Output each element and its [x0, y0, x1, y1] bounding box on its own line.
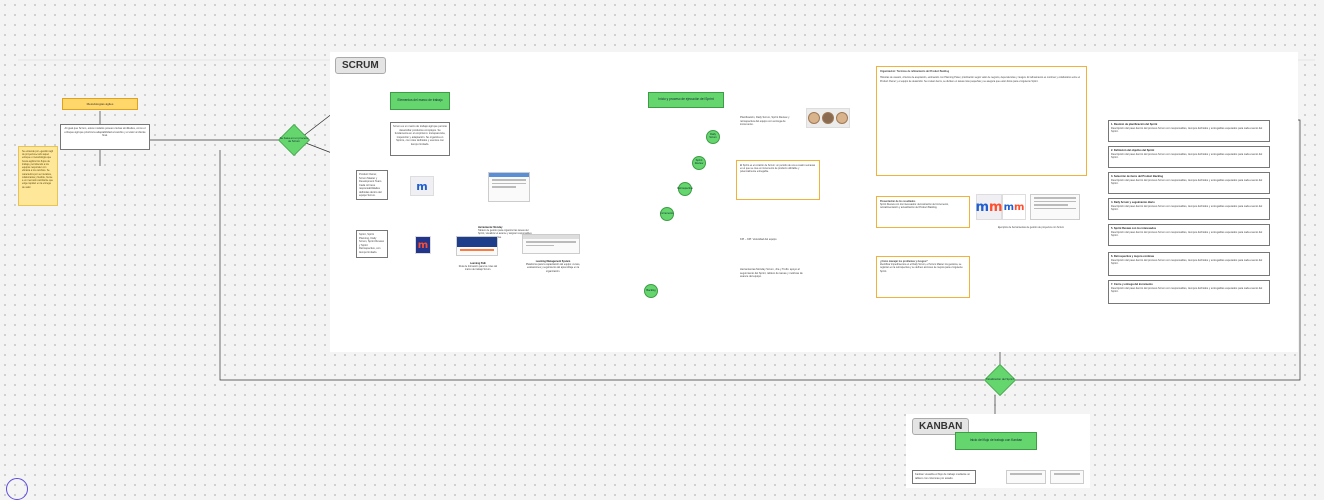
circle-backlog[interactable]: Backlog: [644, 284, 658, 298]
learning-path-screenshot[interactable]: [456, 236, 498, 256]
lms-caption-title: Learning Management System: [535, 260, 571, 263]
learning-caption-text: Ruta de formación para los roles del mar…: [458, 265, 498, 272]
sprint-list-box[interactable]: Planificación, Daily Scrum, Sprint Revie…: [738, 114, 798, 140]
corner-avatar[interactable]: [6, 478, 28, 500]
kanban-box[interactable]: Kanban visualiza el flujo de trabajo med…: [912, 470, 976, 484]
step-title: 2. Definición del objetivo del Sprint: [1111, 149, 1155, 152]
lms-screenshot[interactable]: [522, 234, 580, 254]
risks-box[interactable]: ¿Cómo manejar los problemas y riesgos? I…: [876, 256, 970, 298]
step-text: Descripción del paso dentro del proceso …: [1111, 126, 1263, 134]
tool-screenshot[interactable]: [1030, 194, 1080, 220]
avatar: [836, 112, 848, 124]
tools-box[interactable]: Herramientas Monday Scrum, Jira y Trello…: [738, 266, 808, 306]
scrum-logo-image[interactable]: m: [415, 236, 431, 254]
avatar: [822, 112, 834, 124]
backlog-refinement-body: Historias de usuario, criterios de acept…: [880, 76, 1080, 83]
backlog-refinement-title: Organización: Técnicas de refinamiento d…: [880, 70, 950, 73]
events-box[interactable]: Sprint, Sprint Planning, Daily Scrum, Sp…: [356, 230, 388, 258]
decision-label: Finalización del Sprint: [986, 377, 1014, 382]
step-title: 3. Selección de ítems del Product Backlo…: [1111, 175, 1164, 178]
tool-logo-2[interactable]: mm: [1002, 194, 1026, 220]
m-logo-icon-red: m: [417, 239, 429, 251]
roles-box[interactable]: Product Owner, Scrum Master y Developmen…: [356, 170, 388, 200]
tool-caption-title: Herramienta: Monday: [478, 226, 503, 229]
monday-board-screenshot[interactable]: [488, 172, 530, 202]
m-logo-icon: mm: [975, 199, 1003, 215]
scrum-intro-box[interactable]: Scrum es un marco de trabajo ágil que pe…: [390, 122, 450, 156]
step-title: 4. Daily Scrum y seguimiento diario: [1111, 201, 1155, 204]
tools-caption: Ejemplos de herramientas de gestión de p…: [998, 226, 1064, 229]
team-photo[interactable]: [806, 108, 850, 128]
kpi-note[interactable]: KPI – KPI: Velocidad del equipo: [738, 236, 798, 243]
step-text: Descripción del paso dentro del proceso …: [1111, 152, 1263, 160]
step-text: Descripción del paso dentro del proceso …: [1111, 258, 1263, 266]
learning-caption: Learning Path Ruta de formación para los…: [458, 262, 498, 286]
learning-caption-title: Learning Path: [470, 262, 486, 265]
kanban-screenshot-2[interactable]: [1050, 470, 1084, 484]
results-box[interactable]: Presentación de los resultados Sprint Re…: [876, 196, 970, 228]
lms-caption-text: Plataforma para la capacitación del equi…: [525, 263, 581, 273]
backlog-refinement-box[interactable]: Organización: Técnicas de refinamiento d…: [876, 66, 1087, 176]
tool-logo-1[interactable]: mm: [975, 194, 1003, 220]
node-kanban-start[interactable]: Inicio del flujo de trabajo con Kanban: [955, 432, 1037, 450]
risks-title: ¿Cómo manejar los problemas y riesgos?: [880, 260, 928, 263]
decision-end-sprint[interactable]: Finalización del Sprint: [984, 364, 1016, 396]
results-body: Sprint Review con los interesados: demos…: [880, 203, 949, 210]
results-title: Presentación de los resultados: [880, 200, 916, 203]
step-title: 1. Reunión de planificación del Sprint: [1111, 123, 1158, 126]
node-sprint-start[interactable]: Inicio y proceso de ejecución del Sprint: [648, 92, 724, 108]
m-logo-icon: m: [416, 179, 428, 193]
decision-scrum[interactable]: Se basa en un proceso de Scrum: [278, 124, 310, 156]
agile-methods-title[interactable]: Metodologías ágiles: [62, 98, 138, 110]
node-framework-elements[interactable]: Elementos del marco de trabajo: [390, 92, 450, 110]
step-title: 5. Sprint Review con los interesados: [1111, 227, 1157, 230]
m-logo-icon: mm: [1003, 201, 1025, 213]
step-text: Descripción del paso dentro del proceso …: [1111, 286, 1263, 294]
step-text: Descripción del paso dentro del proceso …: [1111, 230, 1263, 238]
step-title: 6. Retrospectiva y mejora continua: [1111, 255, 1154, 258]
risks-body: Identificar impedimentos en el Daily Scr…: [880, 263, 963, 273]
sticky-note[interactable]: Se entiende por «gestión ágil de proyect…: [18, 146, 58, 206]
circle-daily-scrum[interactable]: Daily Scrum: [706, 130, 720, 144]
kanban-frame-title: KANBAN: [912, 418, 970, 435]
kanban-screenshot[interactable]: [1006, 470, 1046, 484]
monday-logo-image[interactable]: m: [410, 176, 434, 196]
decision-label: Se basa en un proceso de Scrum: [279, 135, 309, 143]
lms-caption: Learning Management System Plataforma pa…: [524, 260, 582, 300]
circle-sprint-review[interactable]: Sprint Review: [692, 156, 706, 170]
sprint-description-box[interactable]: El Sprint es el corazón de Scrum: un per…: [736, 160, 820, 200]
circle-retrospective[interactable]: Retrospective: [677, 182, 693, 196]
step-title: 7. Cierre y entrega del incremento: [1111, 283, 1153, 286]
avatar: [808, 112, 820, 124]
circle-increment[interactable]: Incremento: [660, 207, 674, 221]
agile-intro-box[interactable]: Al igual que Scrum, estos modelos poseen…: [60, 124, 150, 150]
step-text: Descripción del paso dentro del proceso …: [1111, 178, 1263, 186]
step-text: Descripción del paso dentro del proceso …: [1111, 204, 1263, 212]
scrum-frame-title: SCRUM: [335, 57, 386, 74]
step-box[interactable]: 3. Selección de ítems del Product Backlo…: [1108, 172, 1270, 194]
